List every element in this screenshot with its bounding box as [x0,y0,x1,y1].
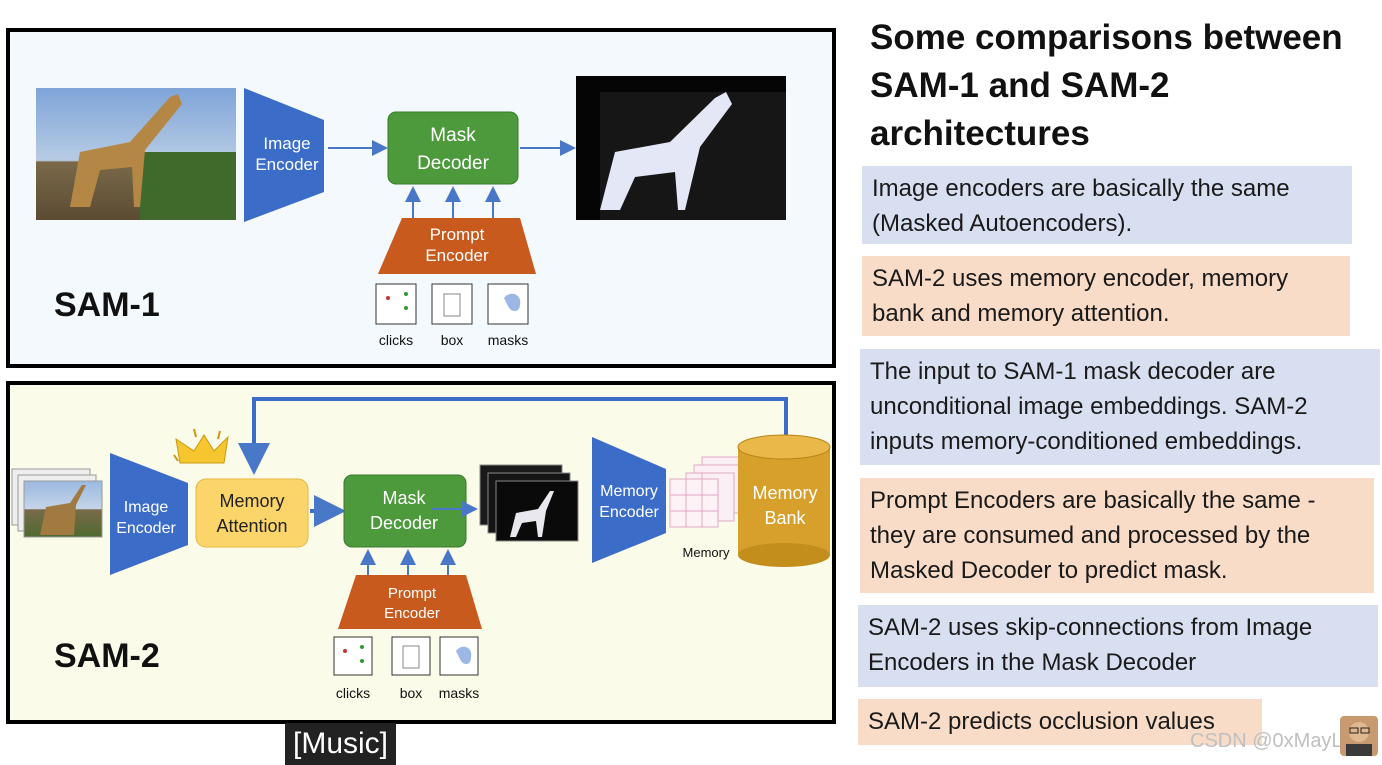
sam1-output-mask [576,76,786,220]
sam2-box-icon [391,636,431,676]
sam2-clicks-icon [333,636,373,676]
sam2-memory-attention-shape [195,478,309,548]
sam2-panel-label: SAM-2 [54,637,160,675]
sam2-masks-icon [439,636,479,676]
sam2-memory-attention-label: Memory Attention [216,491,288,536]
sam1-masks-icon [487,283,529,325]
sam2-mask-decoder-label: Mask Decoder [369,488,439,533]
sam1-input-image [36,88,236,220]
sam2-input-frames [11,468,103,538]
comparison-box-1: Image encoders are basically the same (M… [862,166,1352,244]
watermark: CSDN @0xMayL [1190,730,1343,752]
sam1-prompt-encoder-shape [378,218,536,274]
sam1-panel: Image Encoder Mask Decoder Prompt Encode… [6,28,836,368]
sam2-image-encoder-label: Image Encoder [116,499,176,537]
sam2-output-masks [479,464,579,542]
sam2-prompt-encoder-shape [338,575,482,629]
sam1-mask-decoder-shape [387,111,519,185]
music-caption: [Music] [285,723,397,765]
sam1-mask-decoder-label: Mask Decoder [417,125,489,174]
sam2-memory-bank-label: Memory Bank [752,483,818,528]
comparison-box-2: SAM-2 uses memory encoder, memory bank a… [862,256,1350,336]
sam2-diagram [11,397,831,676]
sam2-memory-label: Memory [682,545,730,560]
sam2-memory-encoder-shape [592,437,666,563]
sam2-memory-encoder-label: Memory Encoder [599,483,659,521]
sam1-clicks-icon [375,283,417,325]
sam2-panel: Image Encoder Memory Attention Mask Deco… [6,381,836,724]
comparison-box-4: Prompt Encoders are basically the same -… [860,478,1374,593]
sam1-prompt-encoder-label: Prompt Encoder [425,225,489,265]
sam1-panel-label: SAM-1 [54,286,160,324]
sam1-box-label: box [440,332,464,348]
sam2-clicks-label: clicks [335,685,371,701]
sam1-box-icon [431,283,473,325]
sam1-image-encoder-label: Image Encoder [255,134,319,174]
sam1-masks-label: masks [487,332,529,348]
comparison-box-5: SAM-2 uses skip-connections from Image E… [858,605,1378,687]
sam2-box-label: box [399,685,423,701]
slide-title: Some comparisons between SAM-1 and SAM-2… [870,18,1343,153]
sam2-memory-bank-shape [737,434,831,567]
crown-icon [173,428,229,464]
avatar [1340,716,1378,756]
sam1-diagram [36,76,786,325]
sam2-prompt-encoder-label: Prompt Encoder [384,585,440,622]
sam1-image-encoder-shape [244,88,324,222]
sam1-clicks-label: clicks [378,332,414,348]
comparison-box-6: SAM-2 predicts occlusion values [858,699,1262,745]
comparison-box-3: The input to SAM-1 mask decoder are unco… [860,349,1380,465]
sam2-image-encoder-shape [110,453,188,575]
sam2-masks-label: masks [438,685,480,701]
